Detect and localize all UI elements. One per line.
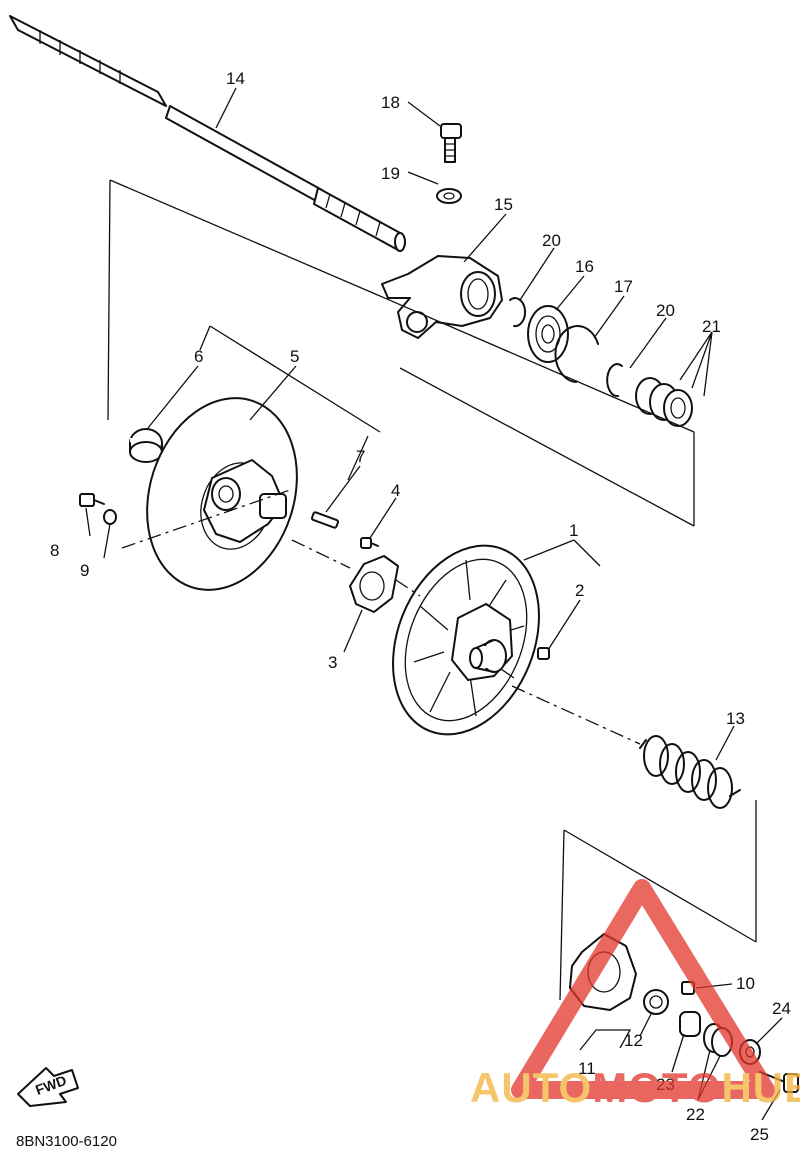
callout-7: 7 xyxy=(356,447,365,466)
callout-16: 16 xyxy=(575,257,594,276)
callout-13: 13 xyxy=(726,709,745,728)
secondary-shaft-part-14 xyxy=(9,15,406,252)
pin-part-7 xyxy=(310,511,340,529)
automotohub-watermark-logo: AUTOMOTOHUB xyxy=(470,879,800,1111)
callout-1: 1 xyxy=(569,521,578,540)
callout-14: 14 xyxy=(226,69,245,88)
fwd-arrow-icon: FWD xyxy=(17,1067,79,1107)
watermark-text-auto: AUTO xyxy=(470,1064,592,1111)
callout-18: 18 xyxy=(381,93,400,112)
diagram-code: 8BN3100-6120 xyxy=(16,1133,117,1150)
screw-part-2 xyxy=(537,647,550,660)
gasket-plate-part-3 xyxy=(349,555,399,613)
callout-11: 11 xyxy=(578,1059,596,1078)
callout-2: 2 xyxy=(575,581,584,600)
callout-24: 24 xyxy=(772,999,791,1018)
washer-part-19 xyxy=(436,188,462,204)
screw-part-4 xyxy=(360,537,379,549)
washer-part-9 xyxy=(103,509,117,525)
callout-20-lower: 20 xyxy=(656,301,675,320)
callout-22: 22 xyxy=(686,1105,705,1124)
spacer-set-part-21 xyxy=(635,377,693,427)
spring-part-13 xyxy=(639,735,741,809)
callout-leader-lines xyxy=(85,87,783,1121)
sliding-sheave-part-1 xyxy=(392,544,540,736)
callout-10: 10 xyxy=(736,974,755,993)
callout-21: 21 xyxy=(702,317,721,336)
callout-12: 12 xyxy=(624,1031,643,1050)
assembly-axis-lines xyxy=(121,489,641,745)
callout-5: 5 xyxy=(290,347,299,366)
watermark-triangle-icon xyxy=(511,879,775,1099)
watermark-text-hub: HUB xyxy=(721,1064,800,1111)
bearing-housing-part-15 xyxy=(381,255,503,339)
callout-19: 19 xyxy=(381,164,400,183)
bushing-part-6 xyxy=(129,428,163,463)
fixed-sheave-part-5 xyxy=(146,397,298,591)
collar-part-23 xyxy=(679,1011,701,1037)
bolt-part-8 xyxy=(79,493,105,507)
callout-8: 8 xyxy=(50,541,59,560)
callout-15: 15 xyxy=(494,195,513,214)
callout-3: 3 xyxy=(328,653,337,672)
circlip-part-20a xyxy=(509,297,527,328)
circlip-part-20b xyxy=(606,363,623,398)
svg-text:AUTOMOTOHUB: AUTOMOTOHUB xyxy=(470,1064,800,1111)
callout-9: 9 xyxy=(80,561,89,580)
callout-17: 17 xyxy=(614,277,633,296)
callout-6: 6 xyxy=(194,347,203,366)
watermark-text-moto: MOTO xyxy=(592,1064,721,1111)
callout-20-upper: 20 xyxy=(542,231,561,250)
bearing-part-16 xyxy=(527,305,569,363)
callout-25: 25 xyxy=(750,1125,769,1144)
slider-part-12 xyxy=(643,989,669,1015)
bolt-part-18 xyxy=(440,123,462,163)
callout-4: 4 xyxy=(391,481,400,500)
assembly-boundary-lines xyxy=(107,179,757,1001)
